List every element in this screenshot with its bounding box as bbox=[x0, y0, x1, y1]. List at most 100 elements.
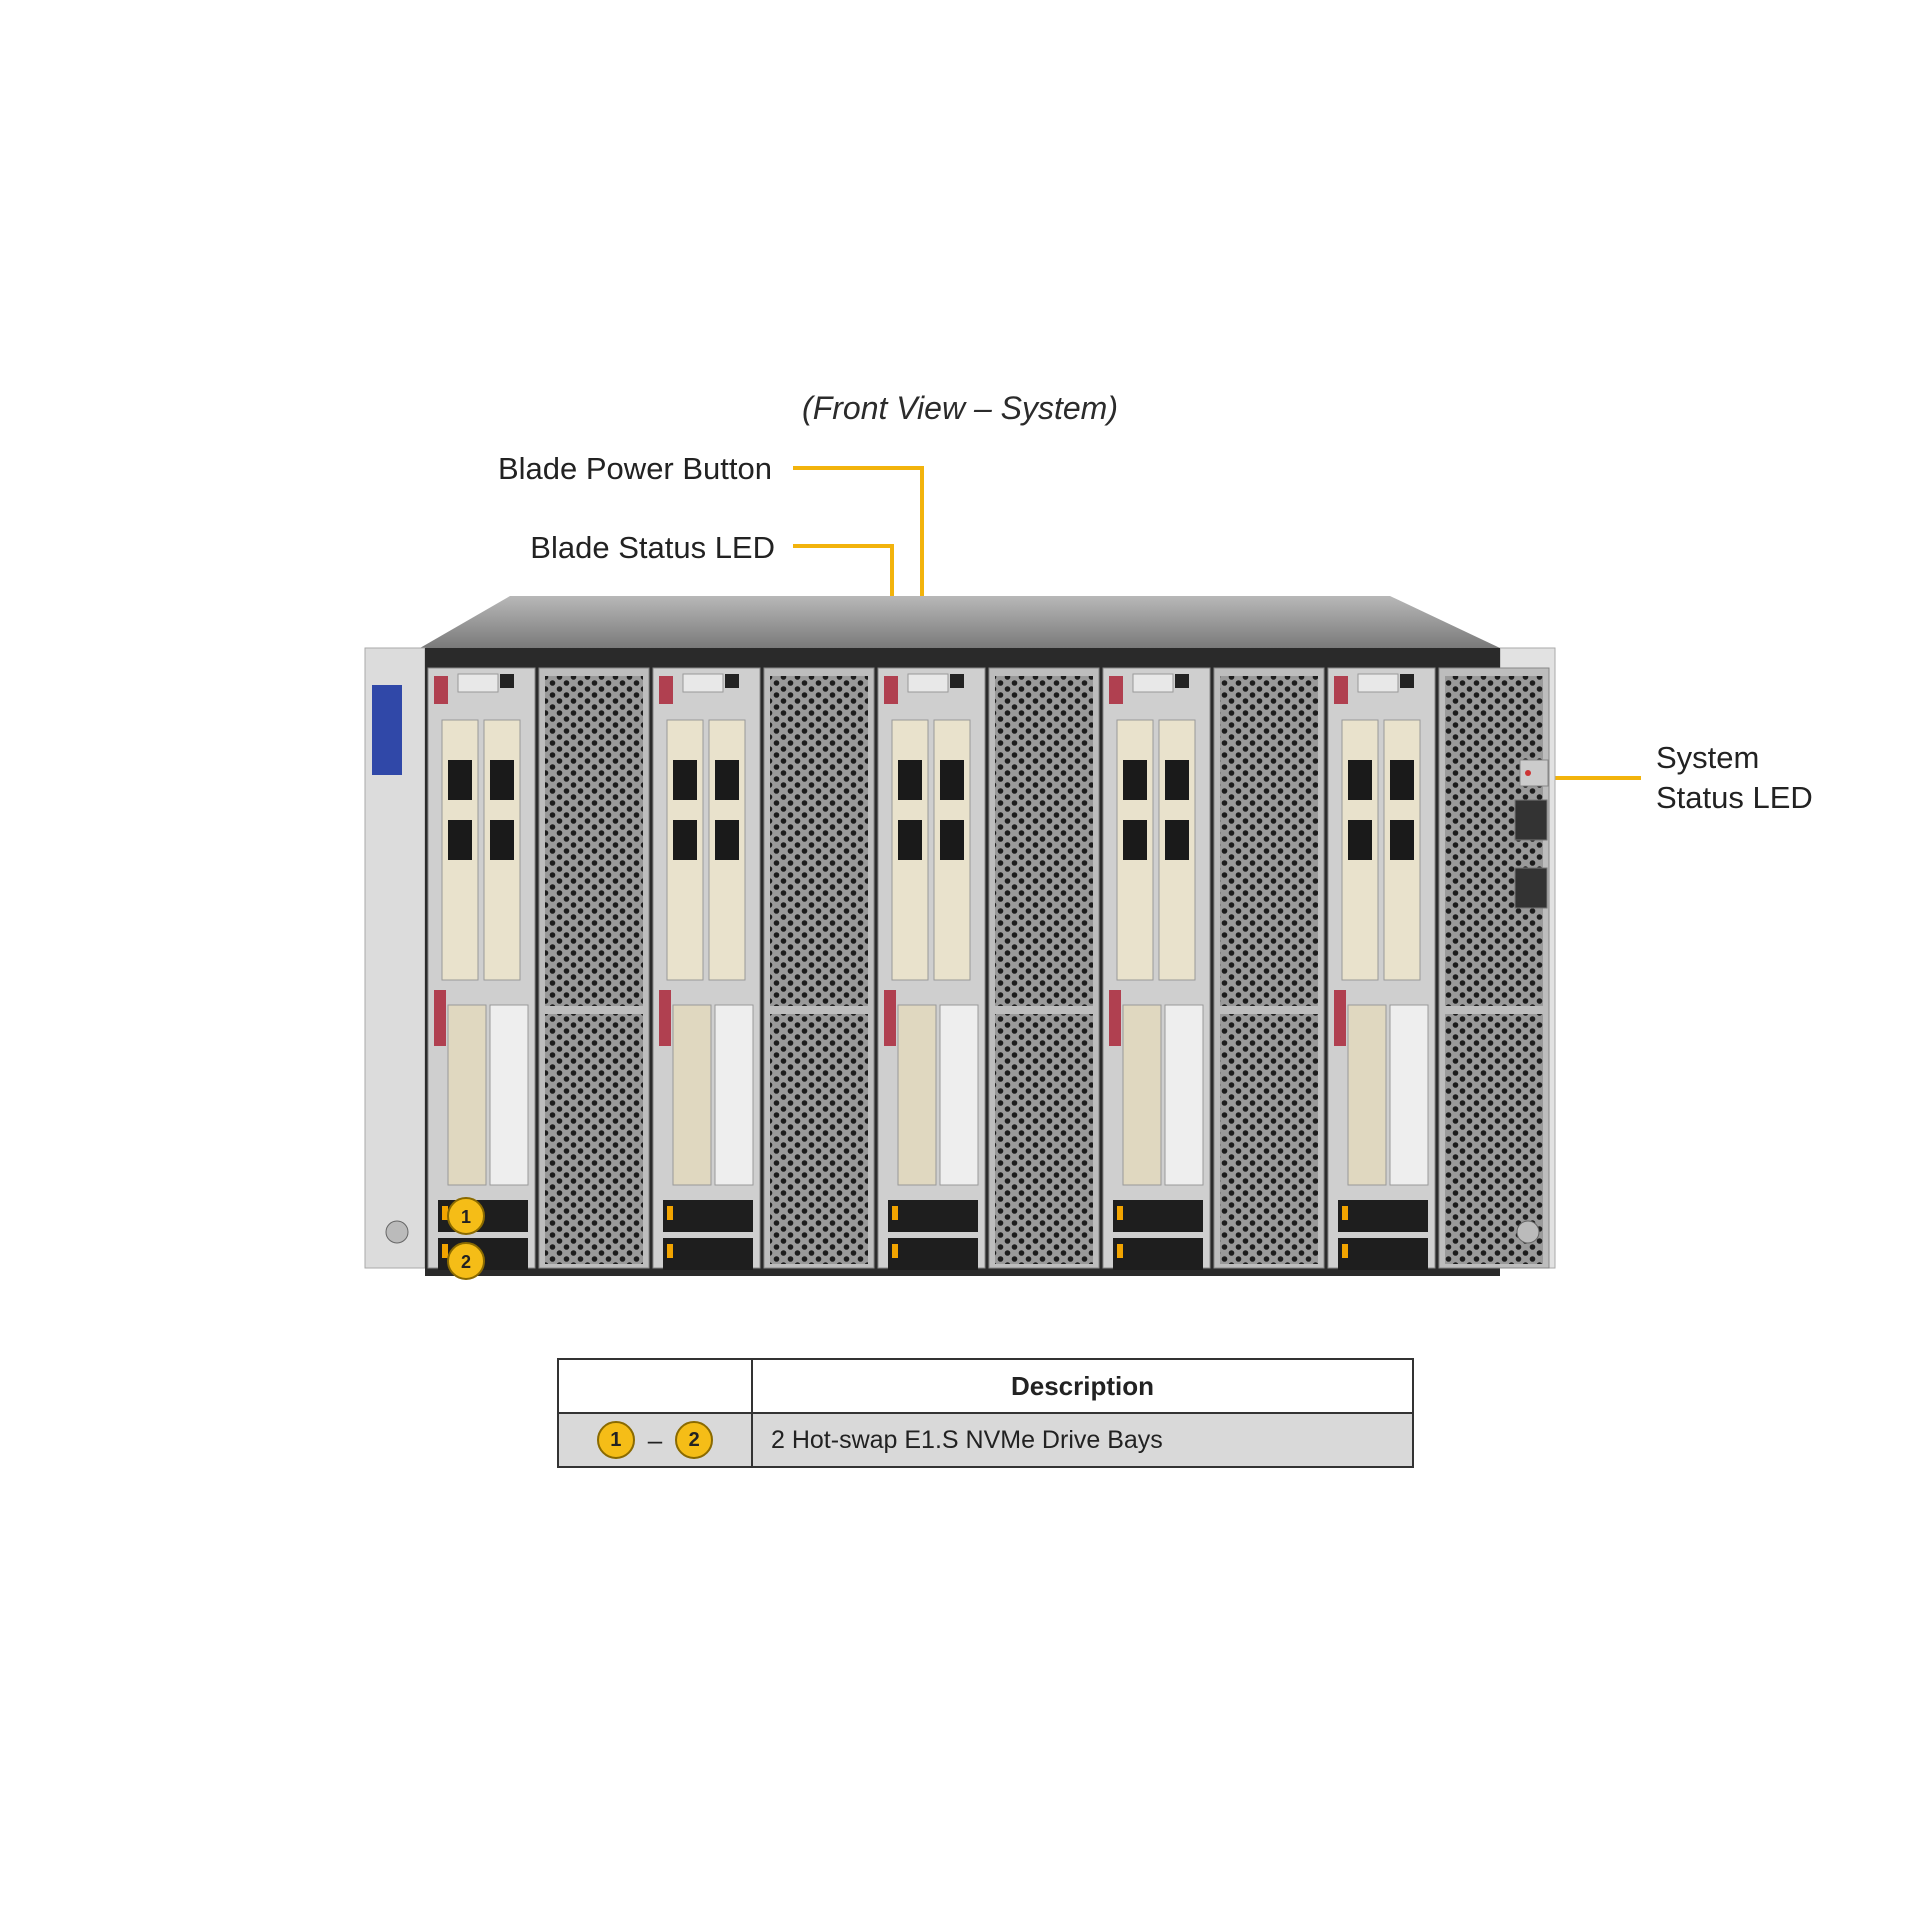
blade-handle-bottom bbox=[1334, 990, 1346, 1046]
blade-handle-top bbox=[659, 676, 673, 704]
blade-handle-bottom bbox=[884, 990, 896, 1046]
filler-vent-lower bbox=[545, 1014, 643, 1264]
blade-handle-bottom bbox=[434, 990, 446, 1046]
qsfp-port bbox=[1165, 760, 1189, 800]
drive-activity-led bbox=[667, 1244, 673, 1258]
drive-badge-1: 1 bbox=[447, 1197, 485, 1235]
description-table: Description 1 – 2 2 Hot-swap E1.S NVMe D… bbox=[557, 1358, 1414, 1468]
system-status-led-panel bbox=[1519, 759, 1549, 787]
drive-activity-led bbox=[1342, 1206, 1348, 1220]
leader-line-power-v bbox=[920, 466, 924, 684]
blade-power-button bbox=[725, 674, 739, 688]
qsfp-port bbox=[1348, 820, 1372, 860]
e1s-drive-bay bbox=[1113, 1238, 1203, 1270]
badge-from: 1 bbox=[596, 1421, 635, 1459]
leader-line-power-h bbox=[793, 466, 924, 470]
blade-power-button bbox=[950, 674, 964, 688]
qsfp-port bbox=[673, 820, 697, 860]
table-cell-key: 1 – 2 bbox=[557, 1412, 753, 1468]
blade-lower-slot bbox=[489, 1004, 529, 1186]
qsfp-port bbox=[1390, 820, 1414, 860]
blade-power-button bbox=[1175, 674, 1189, 688]
leader-line-system bbox=[1547, 776, 1641, 780]
e1s-drive-bay bbox=[663, 1238, 753, 1270]
e1s-drive-bay bbox=[1338, 1200, 1428, 1232]
qsfp-port bbox=[1165, 820, 1189, 860]
blade-power-button bbox=[1400, 674, 1414, 688]
drive-activity-led bbox=[1117, 1206, 1123, 1220]
rj45-port-lower bbox=[1514, 867, 1548, 909]
callout-system-status-led-line2: Status LED bbox=[1656, 780, 1813, 815]
blade-lower-slot bbox=[1347, 1004, 1387, 1186]
leader-line-status-h bbox=[793, 544, 894, 548]
blade-lower-slot bbox=[447, 1004, 487, 1186]
blade-handle-top bbox=[1334, 676, 1348, 704]
e1s-drive-bay bbox=[888, 1238, 978, 1270]
e1s-drive-bay bbox=[1113, 1200, 1203, 1232]
table-row: 1 – 2 2 Hot-swap E1.S NVMe Drive Bays bbox=[557, 1412, 1414, 1468]
qsfp-port bbox=[1390, 760, 1414, 800]
filler-vent-lower bbox=[995, 1014, 1093, 1264]
qsfp-port bbox=[940, 760, 964, 800]
e1s-drive-bay bbox=[663, 1200, 753, 1232]
blade-front-panel bbox=[682, 673, 724, 693]
blade-handle-top bbox=[434, 676, 448, 704]
blade-handle-bottom bbox=[1109, 990, 1121, 1046]
drive-badge-2-label: 2 bbox=[461, 1252, 471, 1272]
qsfp-port bbox=[898, 820, 922, 860]
filler-vent-upper bbox=[1445, 676, 1543, 1006]
thumbscrew-left bbox=[385, 1220, 409, 1244]
filler-vent-upper bbox=[995, 676, 1093, 1006]
table-header-key bbox=[557, 1358, 753, 1414]
qsfp-port bbox=[715, 820, 739, 860]
filler-vent-lower bbox=[1220, 1014, 1318, 1264]
drive-activity-led bbox=[442, 1206, 448, 1220]
filler-vent-upper bbox=[770, 676, 868, 1006]
blade-handle-top bbox=[884, 676, 898, 704]
drive-activity-led bbox=[1117, 1244, 1123, 1258]
blade-front-panel bbox=[1357, 673, 1399, 693]
chassis-logo bbox=[372, 685, 402, 775]
qsfp-port bbox=[673, 760, 697, 800]
table-cell-description: 2 Hot-swap E1.S NVMe Drive Bays bbox=[751, 1412, 1414, 1468]
blade-handle-bottom bbox=[659, 990, 671, 1046]
drive-activity-led bbox=[1342, 1244, 1348, 1258]
blade-lower-slot bbox=[1122, 1004, 1162, 1186]
qsfp-port bbox=[490, 760, 514, 800]
figure-title: (Front View – System) bbox=[802, 390, 1118, 426]
blade-lower-slot bbox=[672, 1004, 712, 1186]
drive-badge-2: 2 bbox=[447, 1242, 485, 1280]
qsfp-port bbox=[448, 820, 472, 860]
e1s-drive-bay bbox=[1338, 1238, 1428, 1270]
badge-to: 2 bbox=[675, 1421, 714, 1459]
table-header-row: Description bbox=[557, 1358, 1414, 1414]
chassis-top-panel bbox=[420, 596, 1500, 648]
e1s-drive-bay bbox=[888, 1200, 978, 1232]
blade-power-button bbox=[500, 674, 514, 688]
qsfp-port bbox=[1123, 820, 1147, 860]
qsfp-port bbox=[898, 760, 922, 800]
blade-front-panel bbox=[907, 673, 949, 693]
callout-blade-status-led: Blade Status LED bbox=[530, 530, 775, 565]
qsfp-port bbox=[490, 820, 514, 860]
blade-lower-slot bbox=[939, 1004, 979, 1186]
blade-front-panel bbox=[457, 673, 499, 693]
qsfp-port bbox=[1123, 760, 1147, 800]
filler-vent-upper bbox=[1220, 676, 1318, 1006]
callout-system-status-led-line1: System bbox=[1656, 740, 1760, 775]
badge-range-dash: – bbox=[647, 1424, 663, 1455]
qsfp-port bbox=[1348, 760, 1372, 800]
filler-vent-lower bbox=[770, 1014, 868, 1264]
qsfp-port bbox=[715, 760, 739, 800]
table-header-description: Description bbox=[751, 1358, 1414, 1414]
drive-activity-led bbox=[892, 1206, 898, 1220]
blade-lower-slot bbox=[1164, 1004, 1204, 1186]
blade-lower-slot bbox=[897, 1004, 937, 1186]
qsfp-port bbox=[448, 760, 472, 800]
qsfp-port bbox=[940, 820, 964, 860]
system-status-led bbox=[1525, 770, 1531, 776]
blade-lower-slot bbox=[1389, 1004, 1429, 1186]
blade-front-panel bbox=[1132, 673, 1174, 693]
rj45-port-upper bbox=[1514, 799, 1548, 841]
filler-vent-upper bbox=[545, 676, 643, 1006]
